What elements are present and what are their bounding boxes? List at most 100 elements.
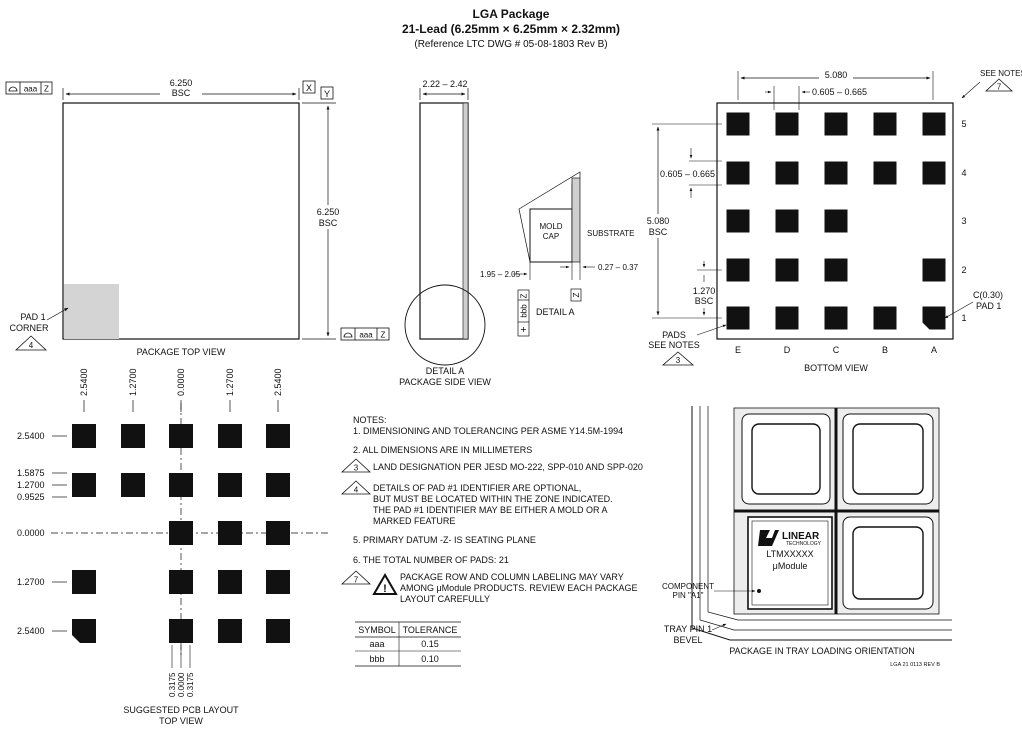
pcb-caption-2: TOP VIEW xyxy=(159,716,203,726)
substrate xyxy=(571,177,581,263)
pcb-pad xyxy=(266,473,290,497)
row-label: 5 xyxy=(961,119,966,129)
pcb-caption-1: SUGGESTED PCB LAYOUT xyxy=(123,705,239,715)
bottom-width-dimension: 5.080 xyxy=(825,70,848,80)
note-ref-triangle xyxy=(340,570,372,585)
pcb-left-label: 1.2700 xyxy=(17,480,45,490)
table-cell: bbb xyxy=(369,654,384,664)
detail-a-caption: DETAIL A xyxy=(426,366,465,376)
tray-view: LINEAR TECHNOLOGY LTMXXXXX μModule COMPO… xyxy=(662,406,952,668)
pcb-pad xyxy=(72,473,96,497)
pcb-bottom-label: 0.3175 xyxy=(168,672,177,697)
profile-surface-icon xyxy=(8,86,18,92)
pcb-pad-grid xyxy=(72,424,290,643)
bottom-view: 5.080 0.605 – 0.665 0.605 – 0.665 5.080 … xyxy=(640,69,1022,373)
drawing-code: LGA 21 0113 REV B xyxy=(890,662,940,668)
pad xyxy=(873,161,897,185)
pcb-pad xyxy=(218,619,242,643)
note-2: 2. ALL DIMENSIONS ARE IN MILLIMETERS xyxy=(353,445,532,455)
pcb-top-label: 1.2700 xyxy=(128,368,138,396)
tolerance-table: SYMBOL TOLERANCE aaa 0.15 bbb 0.10 xyxy=(355,621,461,667)
profile-tolerance-frame-bottom: aaa Z xyxy=(340,327,390,341)
note-4-line2: BUT MUST BE LOCATED WITHIN THE ZONE INDI… xyxy=(373,494,613,504)
note-7-line2: AMONG μModule PRODUCTS. REVIEW EACH PACK… xyxy=(400,583,638,593)
bottom-height-bsc: BSC xyxy=(649,227,668,237)
pin-a1-dot xyxy=(757,589,761,593)
pcb-pad xyxy=(121,424,145,448)
tray-caption: PACKAGE IN TRAY LOADING ORIENTATION xyxy=(729,646,915,656)
pcb-pad xyxy=(218,473,242,497)
module-label: μModule xyxy=(773,561,808,571)
pcb-pad xyxy=(266,570,290,594)
warning-icon xyxy=(372,573,398,595)
flatness-icon xyxy=(521,327,526,332)
pad xyxy=(873,306,897,330)
drawing-reference: (Reference LTC DWG # 05-08-1803 Rev B) xyxy=(414,39,607,50)
pcb-pad xyxy=(169,619,193,643)
see-notes-label: SEE NOTES xyxy=(980,69,1022,78)
note-4-number: 4 xyxy=(354,486,359,495)
pad xyxy=(824,209,848,233)
pcb-top-label: 2.5400 xyxy=(79,368,89,396)
height-dimension-value: 6.250 xyxy=(317,207,340,217)
datum-y-box xyxy=(320,86,334,100)
pad xyxy=(824,306,848,330)
pad-height-dimension: 0.605 – 0.665 xyxy=(660,169,715,179)
note-4-line3: THE PAD #1 IDENTIFIER MAY BE EITHER A MO… xyxy=(373,505,608,515)
dim-1-95-2-05: 1.95 – 2.05 xyxy=(480,270,521,279)
note-ref-number: 4 xyxy=(29,341,34,350)
thickness-dimension: 2.22 – 2.42 xyxy=(422,79,467,89)
datum-x-label: X xyxy=(306,83,312,93)
detail-a: MOLD CAP SUBSTRATE 1.95 – 2.05 0.27 – 0.… xyxy=(480,171,639,337)
logo-subtext: TECHNOLOGY xyxy=(786,541,822,547)
pad xyxy=(726,209,750,233)
column-label: A xyxy=(931,345,937,355)
height-dimension-bsc: BSC xyxy=(319,218,338,228)
pcb-pad xyxy=(72,570,96,594)
pad xyxy=(824,112,848,136)
top-view-caption: PACKAGE TOP VIEW xyxy=(137,347,226,357)
row-pitch-bsc: BSC xyxy=(695,296,714,306)
package-top-view: 6.250 BSC 6.250 BSC X Y aaa Z aaa Z xyxy=(5,78,390,357)
note-5: 5. PRIMARY DATUM -Z- IS SEATING PLANE xyxy=(353,535,536,545)
pads-see-notes: SEE NOTES xyxy=(648,340,700,350)
pad xyxy=(775,161,799,185)
chamfer-dimension: C(0.30) xyxy=(973,290,1003,300)
pcb-left-label: 2.5400 xyxy=(17,431,45,441)
note-1: 1. DIMENSIONING AND TOLERANCING PER ASME… xyxy=(353,426,623,436)
pad xyxy=(873,112,897,136)
row-label: 3 xyxy=(961,216,966,226)
pcb-pad xyxy=(218,521,242,545)
pad xyxy=(726,161,750,185)
datum-y-label: Y xyxy=(324,89,330,99)
aaa-label: aaa xyxy=(359,331,373,340)
linear-logo-icon xyxy=(758,530,779,546)
tray-pin-label-2: BEVEL xyxy=(673,635,702,645)
pad xyxy=(726,112,750,136)
pcb-left-label: 0.0000 xyxy=(17,528,45,538)
tray-pocket xyxy=(842,516,934,610)
pad1-corner-label-line1: PAD 1 xyxy=(20,312,45,322)
pcb-top-label: 0.0000 xyxy=(176,368,186,396)
pad xyxy=(824,258,848,282)
datum-z-box xyxy=(570,288,582,302)
aaa-label: aaa xyxy=(24,85,38,94)
pcb-pad xyxy=(169,570,193,594)
pcb-left-label: 1.5875 xyxy=(17,468,45,478)
note-ref-triangle xyxy=(340,458,372,473)
side-substrate xyxy=(462,102,469,340)
dim-0-27-0-37: 0.27 – 0.37 xyxy=(598,263,639,272)
bottom-view-caption: BOTTOM VIEW xyxy=(804,363,868,373)
pad1-label: PAD 1 xyxy=(976,301,1001,311)
pad xyxy=(922,258,946,282)
width-dimension-bsc: BSC xyxy=(172,88,191,98)
pcb-top-label: 1.2700 xyxy=(225,368,235,396)
column-label: D xyxy=(784,345,791,355)
note-4-line1: DETAILS OF PAD #1 IDENTIFIER ARE OPTIONA… xyxy=(373,483,581,493)
note-4-line4: MARKED FEATURE xyxy=(373,516,455,526)
pcb-pad xyxy=(266,521,290,545)
